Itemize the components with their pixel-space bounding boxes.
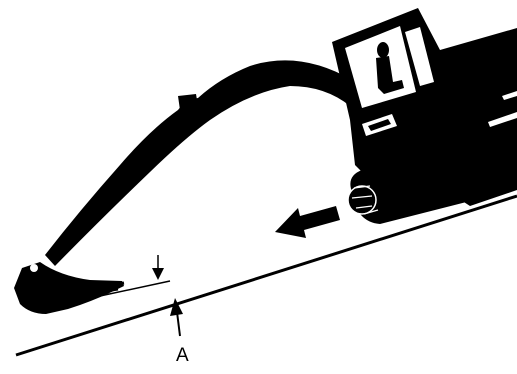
callout-label-a: A xyxy=(176,346,189,365)
excavator-boom xyxy=(45,60,352,266)
bucket-pin xyxy=(30,264,38,272)
travel-direction-arrow xyxy=(275,206,340,238)
clearance-arrow-top xyxy=(152,255,164,280)
